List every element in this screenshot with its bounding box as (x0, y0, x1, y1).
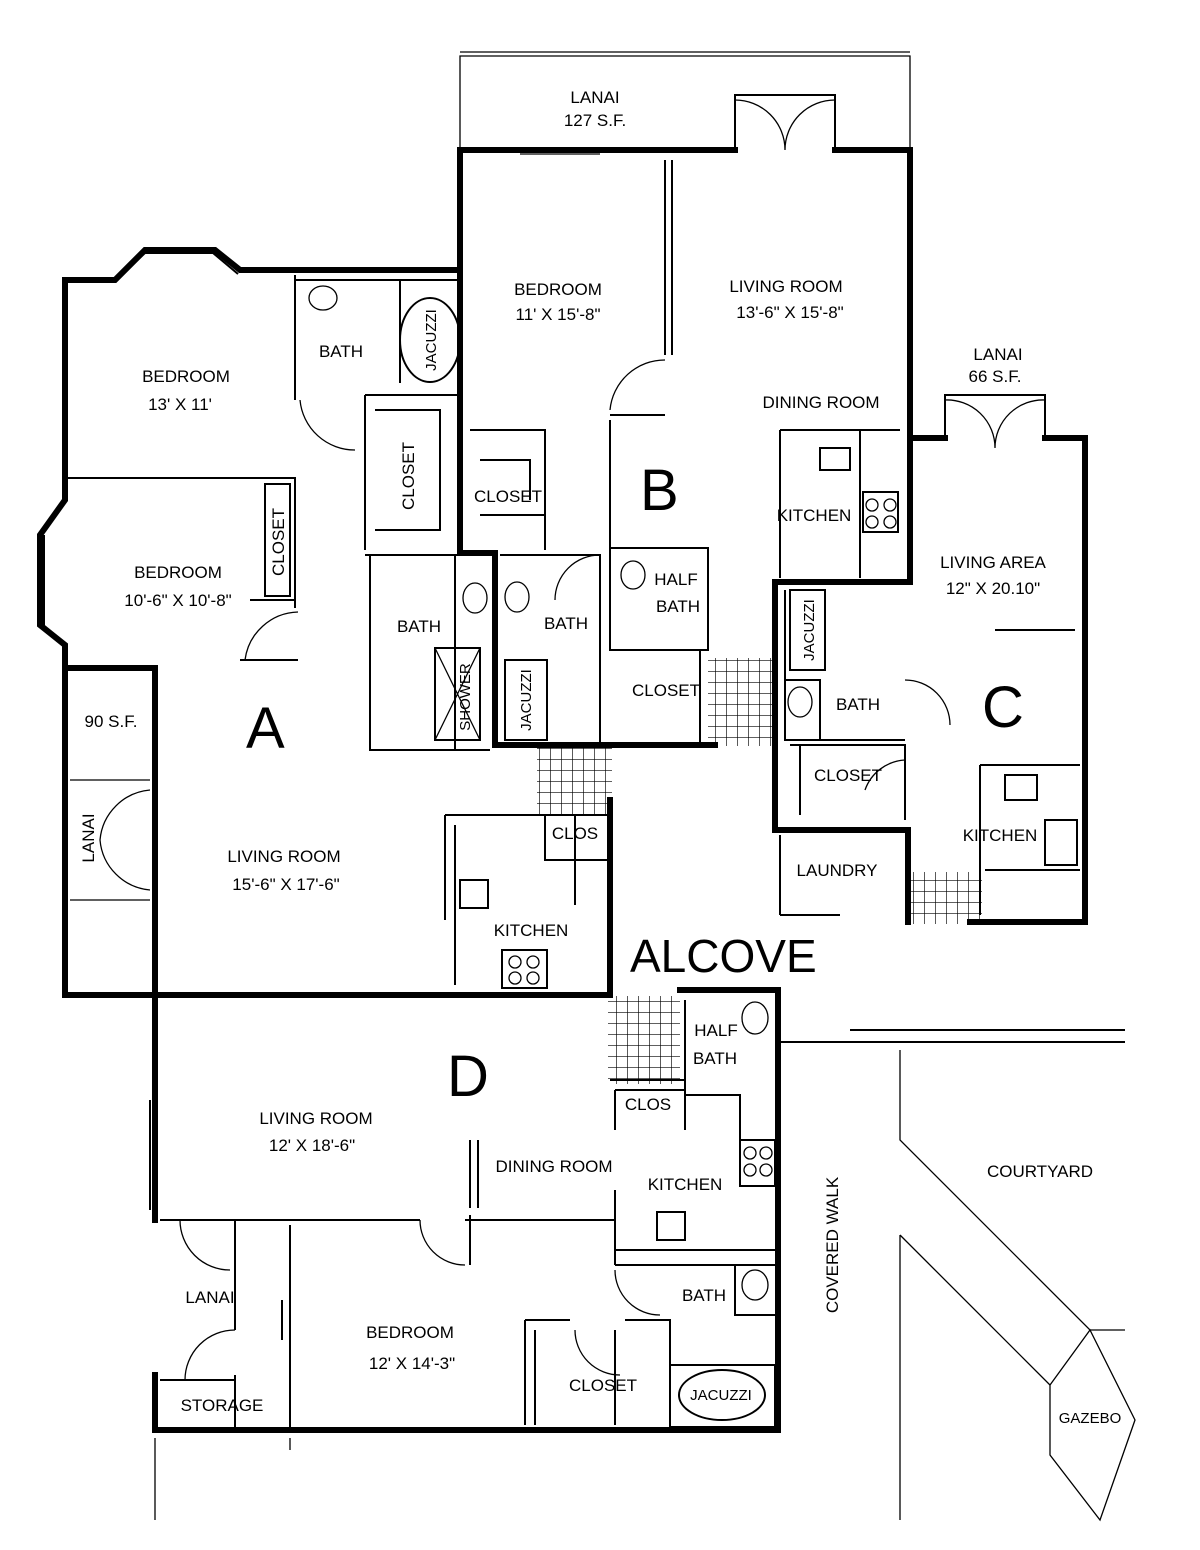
b-dining-name: DINING ROOM (762, 393, 879, 412)
alcove-label: ALCOVE (630, 930, 817, 982)
d-bath-name: BATH (682, 1286, 726, 1305)
unit-a-walls (37, 247, 613, 998)
a-shower-name: SHOWER (457, 663, 474, 731)
tiled-floors (537, 658, 982, 1084)
c-bath-name: BATH (836, 695, 880, 714)
c-living-size: 12" X 20.10" (946, 579, 1040, 598)
a-bedroom1-size: 13' X 11' (148, 395, 212, 414)
b-bedroom-size: 11' X 15'-8" (516, 305, 601, 324)
c-kitchen-name: KITCHEN (963, 826, 1038, 845)
c-closet-name: CLOSET (814, 766, 882, 785)
d-lanai-name: LANAI (185, 1288, 234, 1307)
a-closet-mid-name: CLOSET (399, 442, 418, 510)
b-halfbath-line2: BATH (656, 597, 700, 616)
a-living-size: 15'-6" X 17'-6" (232, 875, 339, 894)
lanai-top-size: 127 S.F. (564, 111, 626, 130)
b-living-size: 13'-6" X 15'-8" (736, 303, 843, 322)
b-kitchen-name: KITCHEN (777, 506, 852, 525)
a-bath-name: BATH (397, 617, 441, 636)
a-lanai-name: LANAI (79, 813, 98, 862)
a-bath-top-name: BATH (319, 342, 363, 361)
lanai-top-name: LANAI (570, 88, 619, 107)
d-living-size: 12' X 18'-6" (269, 1136, 355, 1155)
a-bedroom2-size: 10'-6" X 10'-8" (124, 591, 231, 610)
courtyard-lines (779, 1029, 1136, 1522)
lanai-top (459, 51, 911, 155)
b-closet2-name: CLOSET (632, 681, 700, 700)
a-bedroom2-name: BEDROOM (134, 563, 222, 582)
unit-c-walls (772, 394, 1088, 925)
a-living-name: LIVING ROOM (227, 847, 340, 866)
d-jacuzzi-name: JACUZZI (690, 1387, 752, 1404)
b-halfbath-line1: HALF (654, 570, 697, 589)
b-living-name: LIVING ROOM (729, 277, 842, 296)
a-lanai-sf: 90 S.F. (85, 712, 138, 731)
c-living-name: LIVING AREA (940, 553, 1046, 572)
d-halfbath-line1: HALF (694, 1021, 737, 1040)
d-kitchen-name: KITCHEN (648, 1175, 723, 1194)
a-bedroom1-name: BEDROOM (142, 367, 230, 386)
d-dining-name: DINING ROOM (495, 1157, 612, 1176)
unit-a-label: A (246, 696, 285, 761)
d-living-name: LIVING ROOM (259, 1109, 372, 1128)
courtyard-label: COURTYARD (987, 1162, 1093, 1181)
c-jacuzzi-name: JACUZZI (801, 599, 818, 661)
d-bedroom-size: 12' X 14'-3" (369, 1354, 455, 1373)
b-jacuzzi-name: JACUZZI (518, 669, 535, 731)
a-jacuzzi-name: JACUZZI (423, 309, 440, 371)
d-halfbath-line2: BATH (693, 1049, 737, 1068)
d-storage-name: STORAGE (181, 1396, 264, 1415)
d-closet-name: CLOSET (569, 1376, 637, 1395)
a-closet-bed2-name: CLOSET (269, 508, 288, 576)
c-lanai-size: 66 S.F. (969, 367, 1022, 386)
unit-d-walls (149, 987, 781, 1520)
b-bath-name: BATH (544, 614, 588, 633)
b-bedroom-name: BEDROOM (514, 280, 602, 299)
b-closet-name: CLOSET (474, 487, 542, 506)
d-bedroom-name: BEDROOM (366, 1323, 454, 1342)
d-clos-name: CLOS (625, 1095, 671, 1114)
gazebo-label: GAZEBO (1059, 1410, 1122, 1427)
c-lanai-name: LANAI (973, 345, 1022, 364)
laundry-name: LAUNDRY (797, 861, 878, 880)
a-clos-name: CLOS (552, 824, 598, 843)
unit-b-label: B (640, 458, 679, 523)
covered-walk-label: COVERED WALK (823, 1176, 842, 1313)
a-kitchen-name: KITCHEN (494, 921, 569, 940)
unit-c-label: C (982, 675, 1024, 740)
unit-b-walls (457, 147, 913, 748)
unit-d-label: D (447, 1044, 489, 1109)
